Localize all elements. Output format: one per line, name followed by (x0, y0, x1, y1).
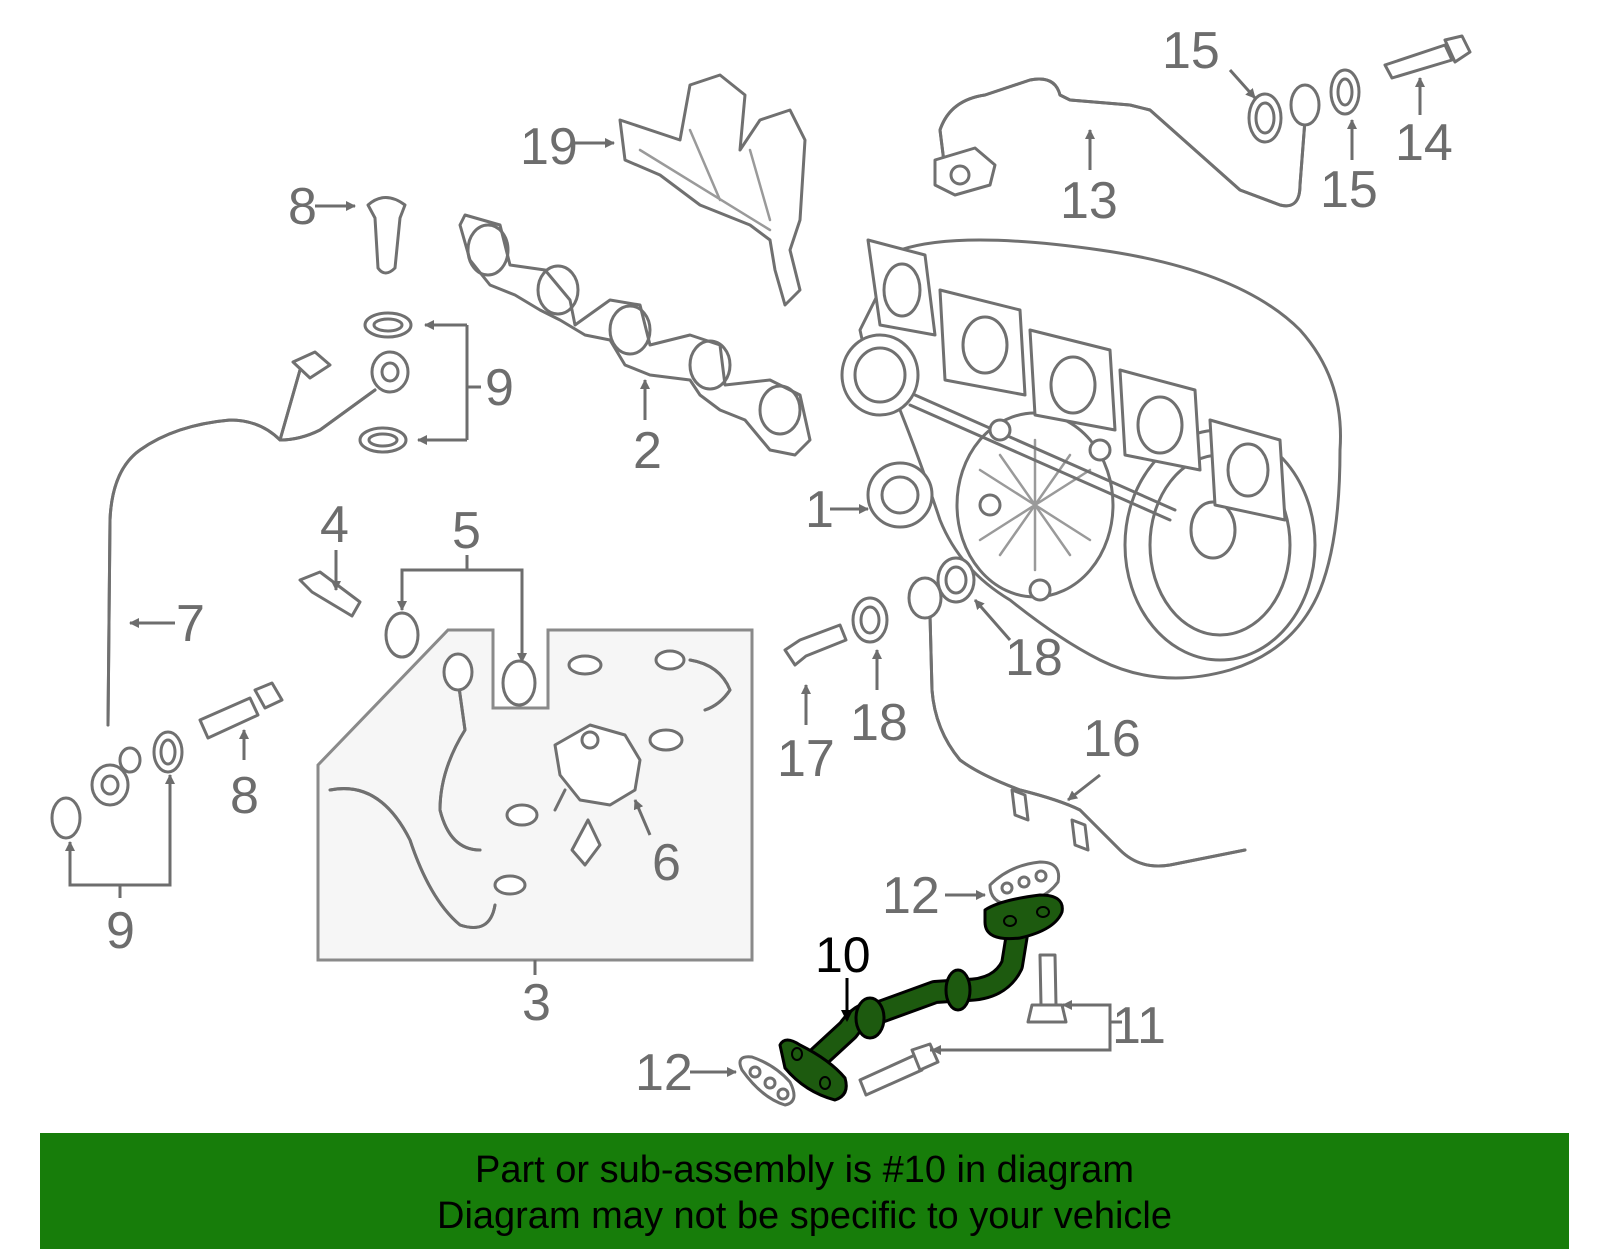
callout-16: 16 (1083, 710, 1141, 768)
callout-12-lower: 12 (635, 1044, 693, 1102)
callout-4: 4 (320, 496, 349, 554)
callout-6: 6 (652, 834, 681, 892)
callout-11: 11 (1112, 997, 1166, 1055)
sealing-washers-part-9 (50, 311, 413, 840)
leader-lines (65, 69, 1425, 1077)
callout-8-bottom: 8 (230, 767, 259, 825)
callout-15-right: 15 (1320, 161, 1378, 219)
callout-9-bottom: 9 (106, 902, 135, 960)
callout-1: 1 (805, 481, 834, 539)
oil-return-line-part-16 (907, 576, 1247, 868)
banner-line-part-number: Part or sub-assembly is #10 in diagram (475, 1149, 1134, 1191)
bolts-part-4-17 (298, 570, 848, 667)
oil-pipe-part-10-highlighted (778, 893, 1064, 1102)
oil-line-part-13 (933, 77, 1321, 208)
callout-13: 13 (1060, 172, 1118, 230)
callout-12-upper: 12 (882, 867, 940, 925)
hose-kit-box-part-3 (316, 628, 754, 962)
banjo-bolts-part-8 (198, 196, 407, 740)
callout-3: 3 (522, 974, 551, 1032)
gasket-part-12-lower (738, 1055, 796, 1107)
callout-15-top: 15 (1162, 22, 1220, 80)
washers-part-15 (1247, 68, 1361, 144)
callout-18-right: 18 (1005, 629, 1063, 687)
callout-8-top: 8 (288, 178, 317, 236)
callout-18-left: 18 (850, 694, 908, 752)
manifold-gasket-part-2 (458, 213, 812, 457)
turbocharger-part-1 (840, 238, 1342, 680)
callout-7: 7 (176, 595, 205, 653)
banner-line-disclaimer: Diagram may not be specific to your vehi… (437, 1195, 1172, 1237)
bolt-part-14 (1383, 34, 1472, 80)
callout-2: 2 (633, 422, 662, 480)
oil-feed-line-part-7 (90, 350, 410, 807)
callout-17: 17 (777, 730, 835, 788)
washers-part-5-18 (384, 556, 976, 707)
callout-labels: 1 2 3 4 5 6 7 8 8 9 9 10 11 12 12 13 14 … (106, 22, 1453, 1102)
callout-5: 5 (452, 502, 481, 560)
callout-9-top: 9 (485, 359, 514, 417)
callout-10-highlighted: 10 (815, 927, 871, 983)
part-info-banner: Part or sub-assembly is #10 in diagram D… (40, 1133, 1569, 1249)
bolts-part-11 (858, 953, 1068, 1097)
callout-19: 19 (520, 118, 578, 176)
heat-shield-part-19 (618, 73, 807, 307)
callout-14: 14 (1395, 114, 1453, 172)
